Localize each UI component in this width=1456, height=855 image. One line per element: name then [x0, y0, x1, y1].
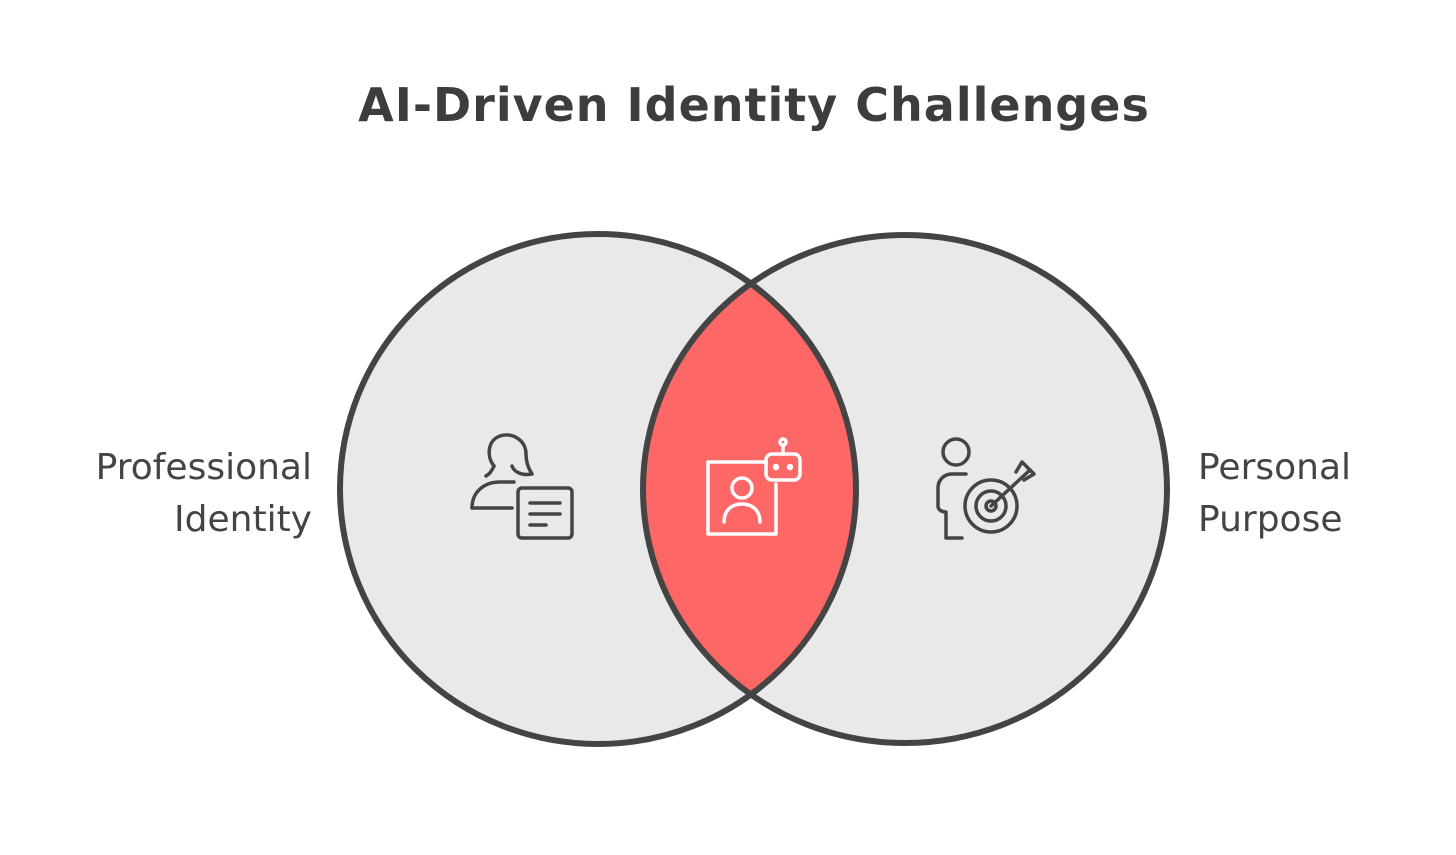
diagram-title: AI-Driven Identity Challenges — [358, 78, 1150, 132]
set-label-personal-purpose: Personal Purpose — [1198, 442, 1438, 546]
set-label-professional-identity: Professional Identity — [40, 442, 312, 546]
person-with-target-icon — [936, 437, 1036, 540]
set-label-line: Identity — [174, 499, 312, 540]
set-label-line: Personal — [1198, 447, 1352, 488]
circle-personal-purpose-outline — [640, 232, 1170, 746]
robot-profile-frame-icon — [706, 437, 802, 536]
circle-professional-identity-outline — [337, 231, 859, 747]
person-with-document-icon — [470, 433, 574, 540]
set-label-line: Purpose — [1198, 499, 1343, 540]
set-label-line: Professional — [95, 447, 312, 488]
intersection-fill — [643, 235, 856, 743]
